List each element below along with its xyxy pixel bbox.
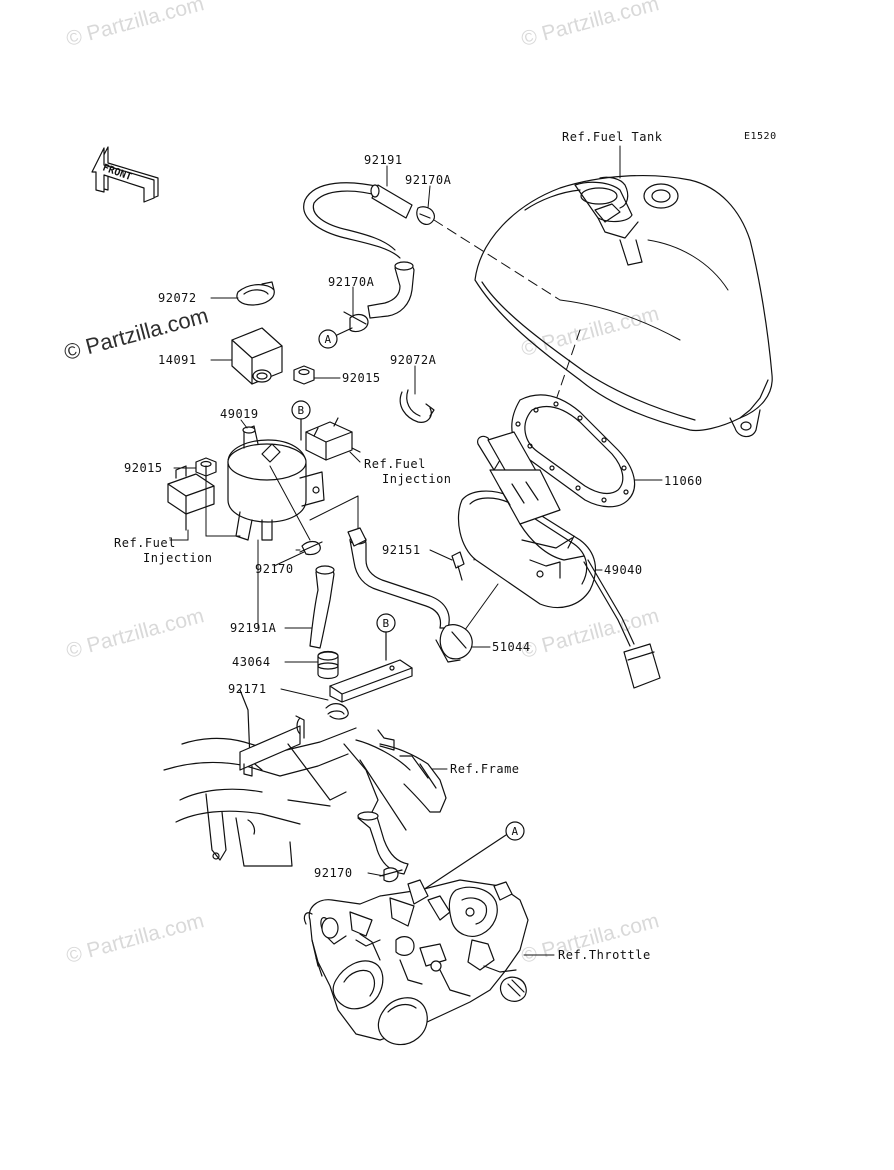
- callout-b-lower: [376, 613, 396, 661]
- callout-a-lower: [419, 821, 525, 893]
- ref-fuel-injection-right-line1: Ref.Fuel: [364, 457, 426, 471]
- callout-a-upper: [318, 327, 353, 349]
- fuel-tank-drawing: [474, 175, 773, 438]
- hose-92191A: [299, 540, 335, 649]
- hose-bottom: [357, 811, 409, 883]
- cover-14091: [231, 327, 283, 385]
- part-92170-bottom-label: 92170: [314, 866, 353, 880]
- part-92170-mid-label: 92170: [255, 562, 294, 576]
- throttle-body-drawing: [303, 879, 529, 1046]
- nut-92015-right: [293, 365, 315, 385]
- bracket-92171: [325, 659, 413, 720]
- ref-fuel-injection-right-line2: Injection: [382, 472, 452, 486]
- part-49040-label: 49040: [604, 563, 643, 577]
- part-92171-label: 92171: [228, 682, 267, 696]
- ref-fuel-injection-left-line1: Ref.Fuel: [114, 536, 176, 550]
- part-51044-label: 51044: [492, 640, 531, 654]
- vent-hoses: [303, 182, 561, 333]
- ref-throttle-label: Ref.Throttle: [558, 948, 651, 962]
- part-14091-label: 14091: [158, 353, 197, 367]
- fuel-pump-49040: [451, 431, 661, 689]
- part-92170A-mid-label: 92170A: [328, 275, 375, 289]
- part-92191-label: 92191: [364, 153, 403, 167]
- part-92151-label: 92151: [382, 543, 421, 557]
- part-92015-right-label: 92015: [342, 371, 381, 385]
- part-92072-label: 92072: [158, 291, 197, 305]
- callout-b-upper-letter: B: [298, 404, 305, 417]
- part-92170A-top-label: 92170A: [405, 173, 452, 187]
- callout-a-lower-letter: A: [512, 825, 519, 838]
- callout-b-lower-letter: B: [383, 617, 390, 630]
- callout-a-upper-letter: A: [325, 333, 332, 346]
- part-49019-label: 49019: [220, 407, 259, 421]
- frame-drawing: [163, 689, 447, 867]
- part-43064-label: 43064: [232, 655, 271, 669]
- sensor-right: [300, 417, 361, 461]
- sensor-left: [167, 465, 215, 531]
- band-92072A: [399, 389, 435, 423]
- ref-fuel-tank-label: Ref.Fuel Tank: [562, 130, 663, 144]
- part-92015-left-label: 92015: [124, 461, 163, 475]
- band-92072: [236, 281, 275, 306]
- canister-49019: [227, 425, 325, 541]
- diagram-code: E1520: [744, 131, 777, 142]
- part-92072A-label: 92072A: [390, 353, 437, 367]
- damper-43064: [317, 650, 339, 680]
- part-92191A-label: 92191A: [230, 621, 277, 635]
- ref-fuel-injection-left-line2: Injection: [143, 551, 213, 565]
- hose-51044: [347, 527, 473, 663]
- ref-frame-label: Ref.Frame: [450, 762, 520, 776]
- front-arrow-icon: [91, 146, 159, 203]
- part-11060-label: 11060: [664, 474, 703, 488]
